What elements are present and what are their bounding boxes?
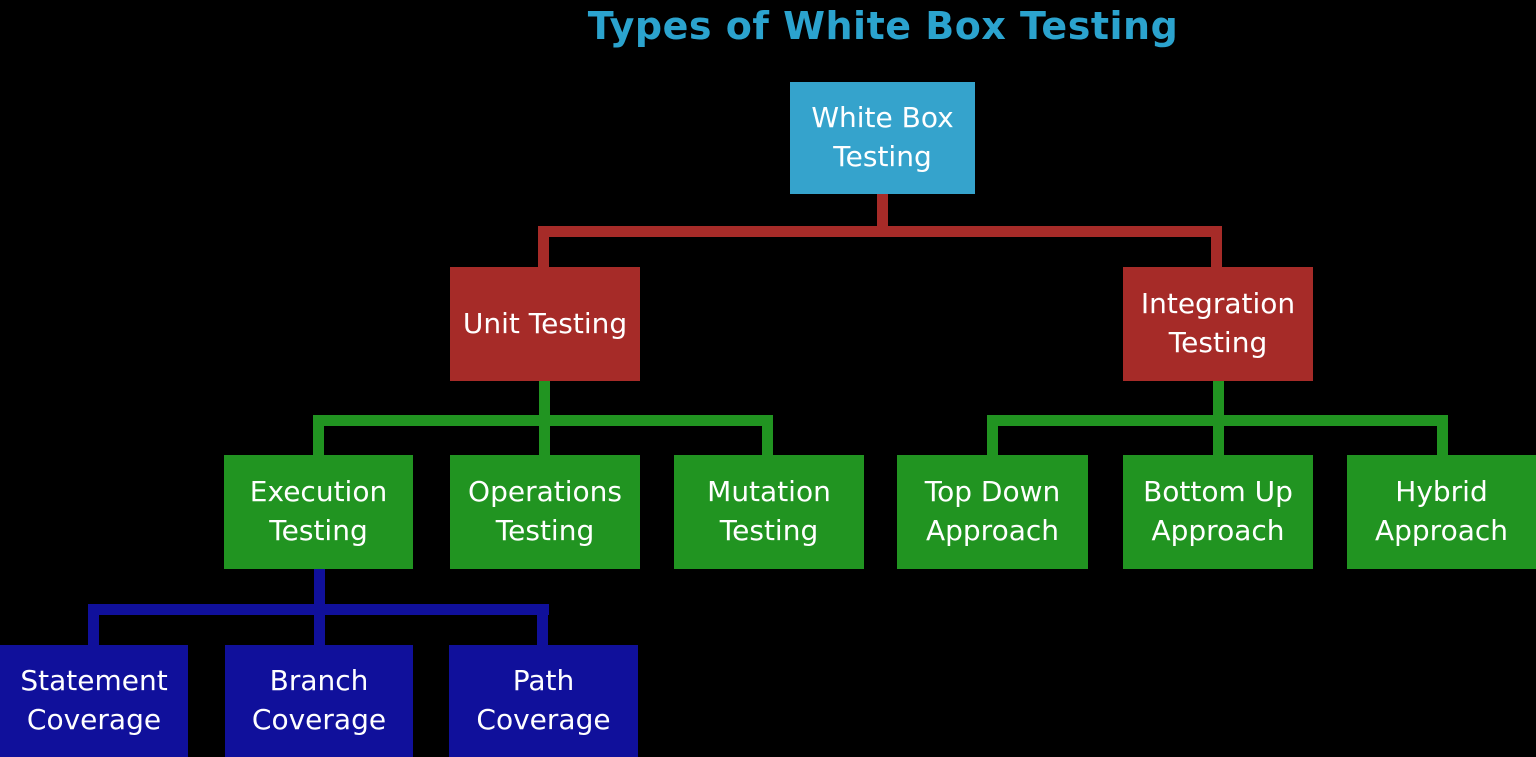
- connector-drop-path-coverage: [537, 614, 548, 645]
- connector-drop-bottom-up-approach: [1213, 425, 1224, 455]
- node-integration-testing: Integration Testing: [1123, 267, 1313, 381]
- node-branch-coverage: Branch Coverage: [225, 645, 413, 757]
- connector-drop-hybrid-approach: [1437, 425, 1448, 455]
- connector-drop-integration-testing: [1211, 237, 1222, 267]
- node-top-down-approach: Top Down Approach: [897, 455, 1088, 569]
- connector-drop-mutation-testing: [762, 425, 773, 455]
- connector-drop-branch-coverage: [314, 614, 325, 645]
- connector-unit-children-horizontal: [313, 415, 773, 426]
- connector-drop-top-down-approach: [987, 425, 998, 455]
- node-operations-testing: Operations Testing: [450, 455, 640, 569]
- connector-root-stem: [877, 194, 888, 237]
- node-white-box-testing: White Box Testing: [790, 82, 975, 194]
- connector-integration-stem: [1213, 381, 1224, 425]
- connector-drop-unit-testing: [538, 237, 549, 267]
- connector-drop-statement-coverage: [88, 614, 99, 645]
- node-path-coverage: Path Coverage: [449, 645, 638, 757]
- connector-integration-children-horizontal: [987, 415, 1448, 426]
- connector-execution-stem: [314, 569, 325, 614]
- node-statement-coverage: Statement Coverage: [0, 645, 188, 757]
- node-unit-testing: Unit Testing: [450, 267, 640, 381]
- node-bottom-up-approach: Bottom Up Approach: [1123, 455, 1313, 569]
- node-mutation-testing: Mutation Testing: [674, 455, 864, 569]
- connector-drop-execution-testing: [313, 425, 324, 455]
- connector-unit-stem: [539, 381, 550, 425]
- node-hybrid-approach: Hybrid Approach: [1347, 455, 1536, 569]
- connector-drop-operations-testing: [539, 425, 550, 455]
- connector-coverage-horizontal: [88, 604, 549, 615]
- node-execution-testing: Execution Testing: [224, 455, 413, 569]
- connector-level2-horizontal: [538, 226, 1222, 237]
- diagram-title: Types of White Box Testing: [587, 4, 1179, 48]
